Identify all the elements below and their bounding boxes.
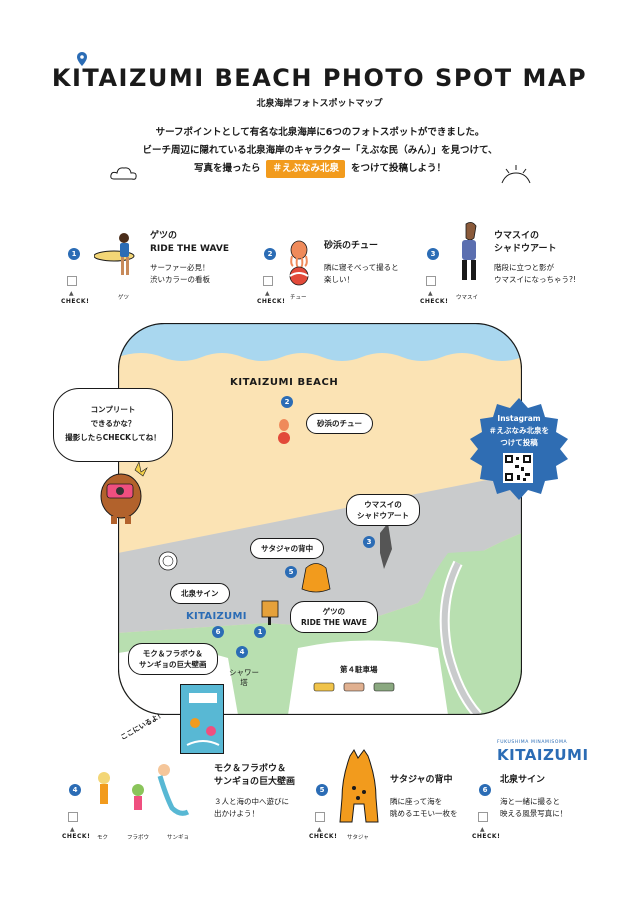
instagram-badge: Instagram ＃えぶなみ北泉を つけて投稿 — [489, 414, 549, 447]
map-pin-3[interactable]: 3 — [363, 536, 375, 548]
spot-number: 3 — [427, 248, 439, 260]
getsu-sign-marker — [261, 600, 279, 618]
mural-poster — [180, 684, 224, 754]
spot-number: 2 — [264, 248, 276, 260]
satajya-illustration — [339, 749, 379, 823]
spot-title-line1: 北泉サイン — [500, 775, 546, 785]
umasui-map-marker — [380, 523, 392, 569]
char-name: サンギョ — [167, 835, 190, 841]
spot-desc-line1: 階段に立つと影が — [494, 263, 554, 272]
map-label-mural: モク＆フラボウ＆ サンギョの巨大壁画 — [128, 643, 218, 675]
spot-desc-line1: ３人と海の中へ遊びに — [214, 797, 289, 806]
spot-desc-line2: 眺めるエモい一枚を — [390, 809, 458, 818]
emblem-marker — [158, 551, 178, 571]
page-title: KITAIZUMI BEACH PHOTO SPOT MAP — [51, 64, 588, 92]
getsu-surfer-illustration — [94, 233, 135, 275]
spot-number: 5 — [316, 784, 328, 796]
map-label-umasui: ウマスイの シャドウアート — [346, 494, 421, 526]
char-name: チュー — [290, 295, 307, 301]
map-label-kitaizumi-sign: 北泉サイン — [170, 583, 230, 604]
spot-number: 4 — [69, 784, 81, 796]
spot-desc-line2: 映える風景写真に！ — [500, 809, 568, 818]
moku-furabou-sangyo-illustration — [98, 764, 190, 816]
spot-desc-line1: 海と一緒に撮ると — [500, 797, 560, 806]
photographer-character-illustration — [100, 461, 148, 524]
hashtag-badge: ＃えぶなみ北泉 — [266, 160, 345, 178]
intro-line-1: サーフポイントとして有名な北泉海岸に6つのフォトスポットができました。 — [155, 127, 485, 138]
map-pin-6[interactable]: 6 — [212, 626, 224, 638]
check-box[interactable] — [68, 812, 78, 822]
spot-desc-line1: 隣に寝そべって撮ると — [324, 263, 399, 272]
map-label-getsu: ゲツの RIDE THE WAVE — [290, 601, 378, 633]
complete-speech-bubble: コンプリート できるかな？ 撮影したらCHECKしてね！ — [53, 388, 173, 462]
spot-desc-line2: 渋いカラーの看板 — [150, 275, 210, 284]
char-name: フラボウ — [127, 835, 150, 841]
check-label: CHECK! — [257, 298, 286, 305]
map-beach-label: KITAIZUMI BEACH — [230, 377, 339, 388]
spot-desc-line2: 出かけよう！ — [214, 809, 259, 818]
map-pin-1[interactable]: 1 — [254, 626, 266, 638]
kitaizumi-logo: KITAIZUMI — [497, 746, 589, 764]
char-name: サタジャ — [347, 835, 369, 841]
chu-map-marker — [278, 419, 290, 444]
spot-number: 1 — [68, 248, 80, 260]
sun-doodle-icon — [501, 165, 531, 184]
spot-desc-line2: ウマスイになっちゃう?! — [494, 275, 576, 284]
qr-code-icon[interactable] — [503, 453, 533, 483]
char-name: モク — [97, 835, 109, 841]
check-label: CHECK! — [472, 833, 501, 840]
check-box[interactable] — [67, 276, 77, 286]
intro-line-2: ビーチ周辺に隠れている北泉海岸のキャラクター「えぶな民（みん）」を見つけて、 — [142, 145, 498, 156]
check-label: CHECK! — [420, 298, 449, 305]
mural-poster-art — [186, 693, 220, 746]
char-name: ウマスイ — [456, 295, 479, 301]
spot-title-line1: モク＆フラボウ＆ — [214, 764, 287, 774]
intro-text: サーフポイントとして有名な北泉海岸に6つのフォトスポットができました。 ビーチ周… — [60, 124, 580, 178]
cloud-doodle-icon — [110, 167, 137, 180]
check-box[interactable] — [315, 812, 325, 822]
check-box[interactable] — [478, 812, 488, 822]
spot-title-line2: サンギョの巨大壁画 — [214, 777, 296, 787]
spot-title-line2: RIDE THE WAVE — [150, 244, 229, 254]
umasui-horse-illustration — [462, 222, 477, 280]
map-pin-4[interactable]: 4 — [236, 646, 248, 658]
map-kitaizumi-sign: KITAIZUMI — [186, 611, 247, 622]
spot-title-line1: サタジャの背中 — [390, 775, 453, 785]
spot-title-line2: シャドウアート — [494, 244, 557, 254]
spot-number: 6 — [479, 784, 491, 796]
check-box[interactable] — [426, 276, 436, 286]
spot-title-line1: ゲツの — [150, 231, 178, 241]
char-name: ゲツ — [118, 295, 130, 301]
parking-label: 第４駐車場 — [340, 665, 378, 674]
spot-title-line1: ウマスイの — [494, 231, 540, 241]
check-box[interactable] — [263, 276, 273, 286]
instagram-badge-shape — [470, 398, 568, 500]
location-pin-icon — [77, 52, 87, 66]
map-label-satajya: サタジャの背中 — [250, 538, 325, 559]
satajya-map-marker — [301, 563, 331, 593]
kitaizumi-logo-small: FUKUSHIMA MINAMISOMA — [497, 740, 568, 745]
check-label: CHECK! — [309, 833, 338, 840]
map-pin-5[interactable]: 5 — [285, 566, 297, 578]
check-label: CHECK! — [61, 298, 90, 305]
map-label-chu: 砂浜のチュー — [306, 413, 373, 434]
spot-title-line1: 砂浜のチュー — [324, 241, 379, 251]
shower-tower-label: シャワー 塔 — [229, 668, 259, 687]
intro-line-3: 写真を撮ったら＃えぶなみ北泉をつけて投稿しよう！ — [60, 160, 580, 178]
spot-desc-line1: 隣に座って海を — [390, 797, 443, 806]
sea-area — [118, 323, 522, 361]
spot-desc-line2: 楽しい！ — [324, 275, 354, 284]
check-label: CHECK! — [62, 833, 91, 840]
map-pin-2[interactable]: 2 — [281, 396, 293, 408]
spot-desc-line1: サーファー必見！ — [150, 263, 210, 272]
chu-octopus-illustration — [289, 240, 309, 286]
parking-lot — [288, 640, 448, 715]
page-subtitle: 北泉海岸フォトスポットマップ — [256, 99, 383, 109]
